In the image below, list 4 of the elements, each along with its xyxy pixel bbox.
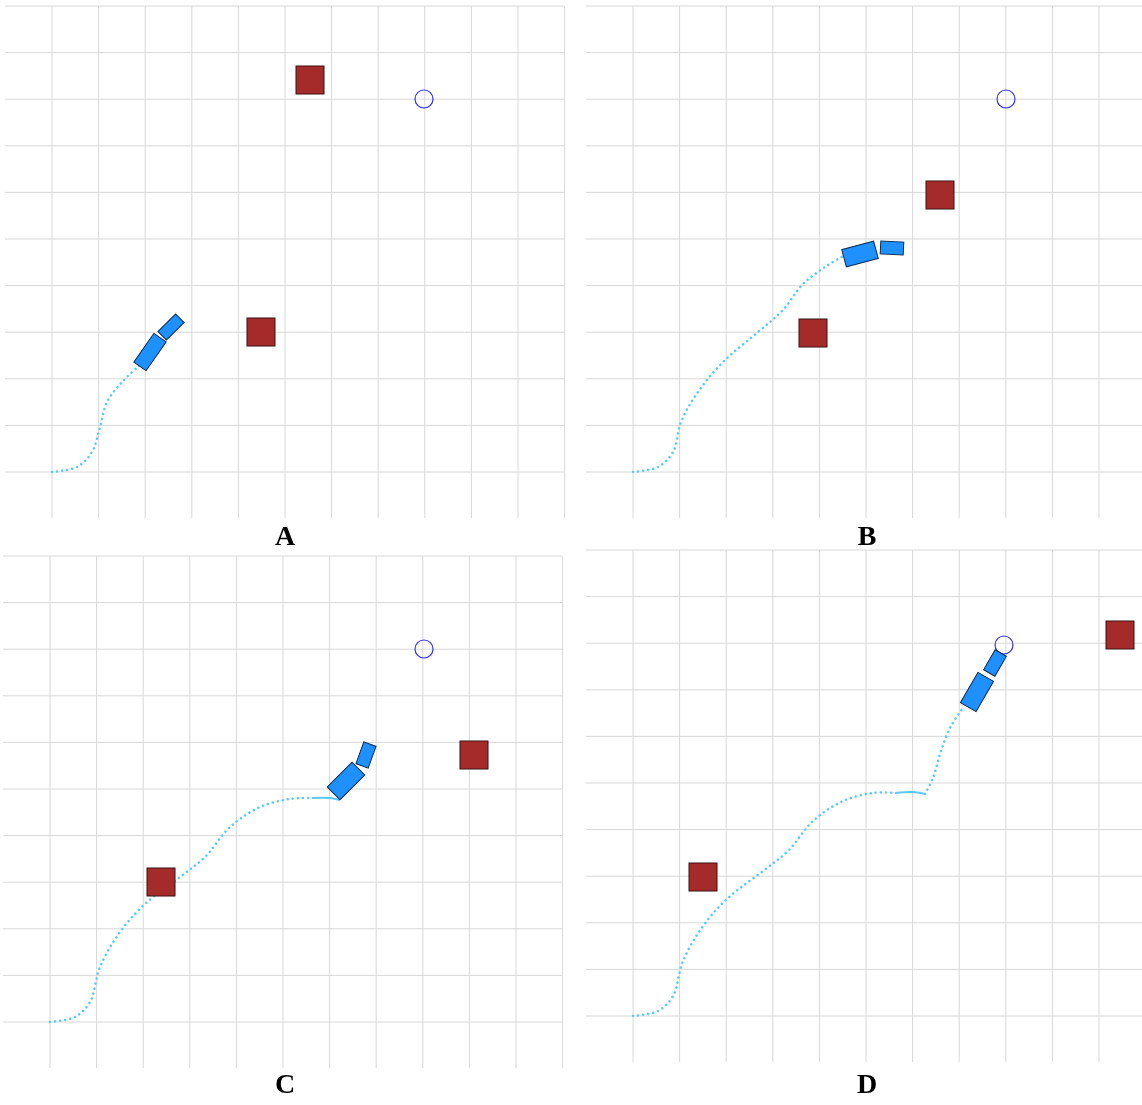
- panel-label: A: [274, 522, 296, 550]
- panel-label: B: [857, 522, 877, 550]
- panel-label: D: [856, 1070, 878, 1098]
- panel-label: C: [274, 1070, 296, 1098]
